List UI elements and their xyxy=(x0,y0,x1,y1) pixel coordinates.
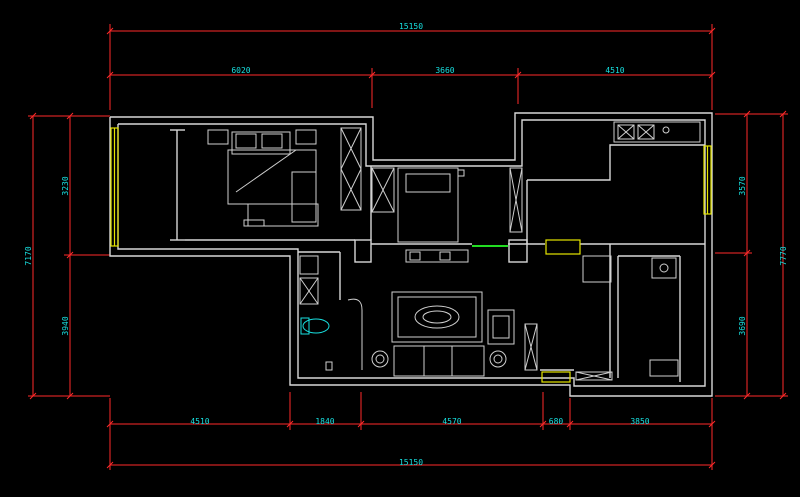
right-lower-dim: 3690 xyxy=(738,316,747,335)
bottom-dim-segment-3: 4570 xyxy=(442,417,461,426)
interior-walls xyxy=(170,129,705,382)
bottom-dim-segment-1: 4510 xyxy=(190,417,209,426)
top-dim-segment-3: 4510 xyxy=(605,66,624,75)
second-bedroom-furniture xyxy=(371,167,523,263)
living-room-furniture xyxy=(371,291,538,377)
bottom-dim-segment-4: 680 xyxy=(549,417,564,426)
bottom-dimension-chain: 4510 1840 4570 680 3850 15150 xyxy=(106,398,716,470)
top-total-dim: 15150 xyxy=(399,22,423,31)
right-total-dim: 7770 xyxy=(779,246,788,265)
exterior-walls xyxy=(109,112,713,397)
left-dimension-chain: 7170 3230 3940 xyxy=(24,112,110,400)
bottom-total-dim: 15150 xyxy=(399,458,423,467)
right-upper-dim: 3570 xyxy=(738,176,747,195)
wardrobe xyxy=(340,127,362,211)
master-bedroom-bed xyxy=(207,129,319,227)
left-total-dim: 7170 xyxy=(24,246,33,265)
left-upper-dim: 3230 xyxy=(61,176,70,195)
right-room-fixtures xyxy=(575,255,679,381)
top-dim-segment-1: 6020 xyxy=(231,66,250,75)
left-lower-dim: 3940 xyxy=(61,316,70,335)
bottom-dim-segment-2: 1840 xyxy=(315,417,334,426)
bottom-extension-ticks xyxy=(289,392,544,400)
kitchen-counter xyxy=(613,121,701,143)
bottom-dim-segment-5: 3850 xyxy=(630,417,649,426)
bathroom-fixtures xyxy=(299,255,363,371)
right-dimension-chain: 3570 3690 7770 xyxy=(715,110,788,400)
top-dim-segment-2: 3660 xyxy=(435,66,454,75)
windows xyxy=(110,127,712,383)
top-dimension-chain: 15150 6020 3660 4510 xyxy=(106,22,716,110)
